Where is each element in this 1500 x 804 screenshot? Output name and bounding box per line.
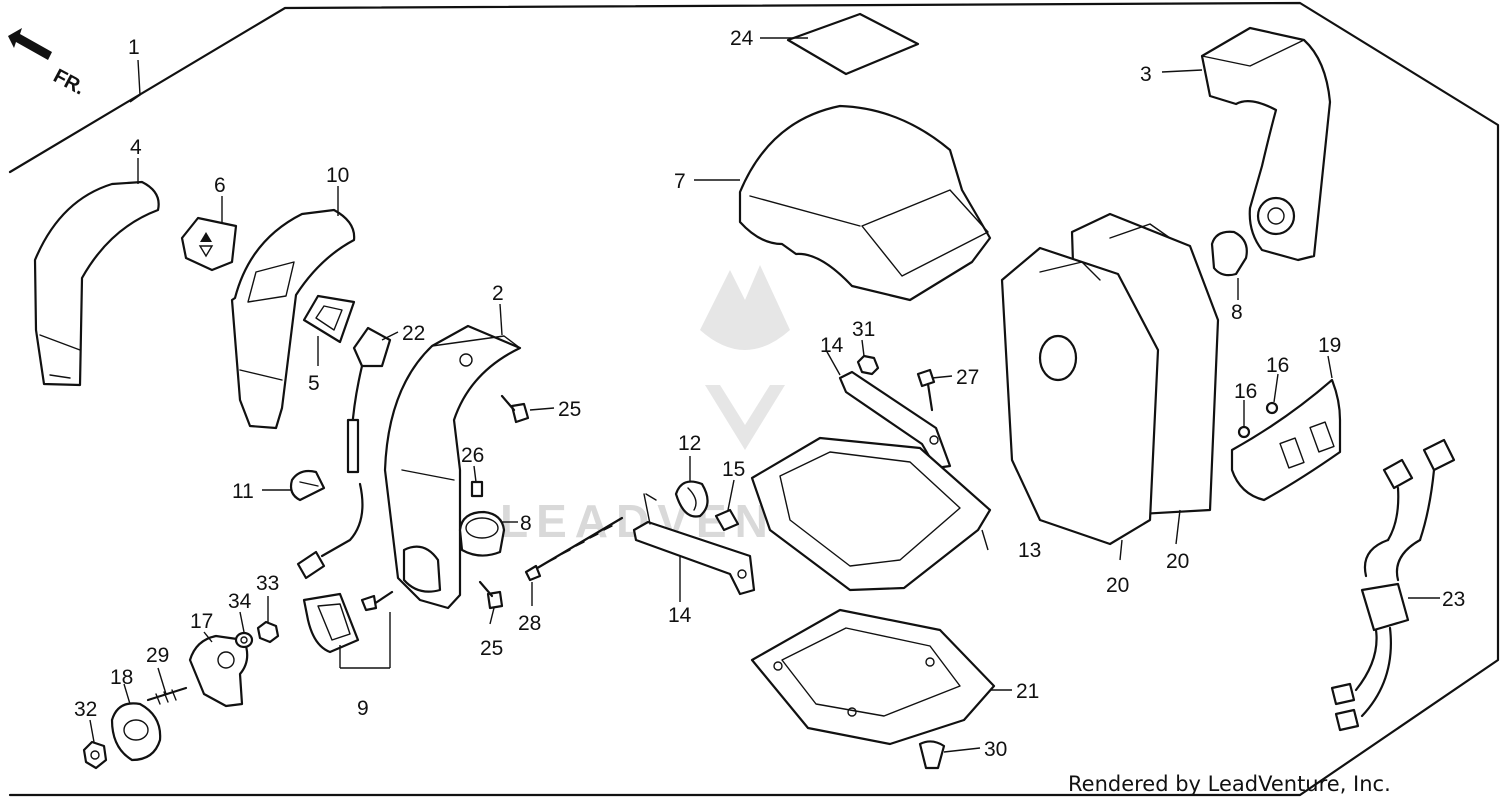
callout-15: 15 [722,458,745,481]
callout-12: 12 [678,432,701,455]
part-28-long-bolt [524,516,624,582]
fr-label: FR. [50,65,89,100]
part-7-upper-case [738,104,992,302]
callout-14-lower: 14 [668,604,692,627]
part-11-clip [289,469,326,502]
callout-29: 29 [146,644,169,667]
callout-5: 5 [308,372,320,395]
credit-text: Rendered by LeadVenture, Inc. [1068,772,1391,796]
callout-20-right: 20 [1166,550,1189,573]
part-14-bracket-lower [632,493,756,596]
part-24-seal-sheet [786,12,920,76]
callout-28: 28 [518,612,541,635]
part-15-clip-nut [714,508,740,532]
callout-4: 4 [130,136,142,159]
callout-1: 1 [128,36,140,59]
part-8-collar [458,510,506,557]
part-22-connector [346,326,392,474]
callout-27: 27 [956,366,979,389]
callout-30: 30 [984,738,1007,761]
callout-20-left: 20 [1106,574,1129,597]
callout-32: 32 [74,698,97,721]
part-21-gasket [750,608,996,746]
callout-16-right: 16 [1266,354,1289,377]
part-26-set-screw [470,480,484,498]
callout-3: 3 [1140,63,1152,86]
fr-arrow-icon [8,28,52,60]
part-23-harness [1330,438,1456,732]
part-5-grommet [302,294,356,344]
callout-25-upper: 25 [558,398,581,421]
callout-26: 26 [461,444,484,467]
callout-19: 19 [1318,334,1341,357]
part-19-switch-panel [1230,378,1342,502]
leader-lines [89,37,1440,753]
callout-21: 21 [1016,680,1039,703]
part-33-nut [256,620,280,644]
part-34-washer [234,631,254,649]
callout-14-upper: 14 [820,334,844,357]
callout-24: 24 [730,27,754,50]
part-12-band-clamp [674,480,709,518]
callout-22: 22 [402,322,425,345]
callout-16-left: 16 [1234,380,1257,403]
callout-13: 13 [1018,539,1041,562]
part-32-nut [82,740,108,770]
part-22-harness-end [296,482,364,580]
part-4-cover [33,180,160,387]
part-9-bracket-bolt [302,590,394,654]
callout-6: 6 [214,174,226,197]
callout-34: 34 [228,590,252,613]
assembly-boundary [8,1,1500,797]
part-25-screw-lower [478,580,504,610]
watermark-v-icon [705,385,785,450]
callout-8-left: 8 [520,512,532,535]
part-20-housing-front [1000,246,1160,546]
part-13-lower-case [750,436,992,592]
callout-23: 23 [1442,588,1465,611]
part-30-grommet [918,740,946,770]
callout-labels: 1 2 3 4 5 6 7 8 8 9 10 11 12 13 14 14 15… [74,27,1465,761]
callout-9: 9 [357,697,369,720]
part-8-collar-right [1210,230,1248,277]
callout-17: 17 [190,610,213,633]
part-29-stud [146,686,188,705]
callout-8-right: 8 [1231,301,1243,324]
part-6-switch-knob [180,216,238,272]
watermark-flame-icon [700,265,790,350]
callout-11: 11 [232,480,254,503]
callout-31: 31 [852,318,875,341]
callout-25-lower: 25 [480,637,503,660]
part-10-cover [230,208,356,430]
part-25-screw-upper [500,394,530,424]
part-2-control-box [383,324,522,610]
callout-10: 10 [326,164,349,187]
part-3-handle-arm [1200,26,1332,262]
callout-33: 33 [256,572,279,595]
callout-2: 2 [492,282,504,305]
callout-7: 7 [674,170,686,193]
callout-18: 18 [110,666,133,689]
part-27-screw [916,368,936,412]
part-18-knob [110,702,162,762]
part-31-nut [856,354,880,376]
